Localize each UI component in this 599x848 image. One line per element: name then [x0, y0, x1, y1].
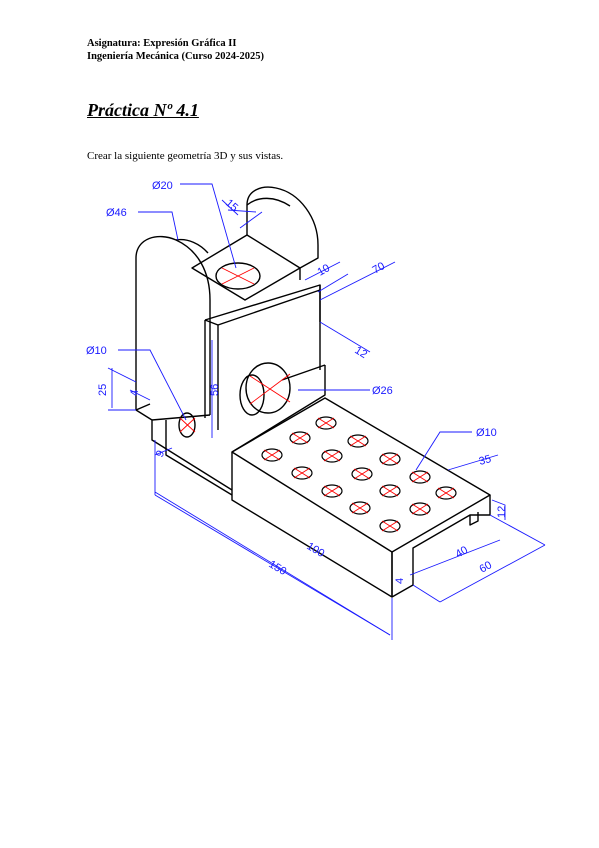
subject-line: Asignatura: Expresión Gráfica II — [87, 38, 237, 49]
dim-d10c: Ø10 — [476, 427, 497, 439]
dimension-lines — [107, 183, 546, 640]
dim-d26: Ø26 — [372, 385, 393, 397]
dim-d35: 35 — [478, 453, 493, 468]
dim-d150: 150 — [266, 558, 288, 578]
hole-center-marks — [179, 267, 455, 532]
dim-d46: Ø46 — [106, 207, 127, 219]
degree-line: Ingeniería Mecánica (Curso 2024-2025) — [87, 51, 265, 62]
dim-d20: Ø20 — [152, 180, 173, 192]
dim-d40: 40 — [454, 544, 471, 561]
document-header: Asignatura: Expresión Gráfica II Ingenie… — [87, 37, 264, 63]
dim-d4a: 4 — [129, 390, 141, 396]
page-title: Práctica Nº 4.1 — [87, 100, 199, 120]
dim-d70: 70 — [371, 260, 388, 277]
dim-d60: 60 — [478, 559, 495, 576]
dim-d12b: 12 — [496, 506, 508, 518]
dim-d9: 9 — [154, 449, 167, 460]
dim-d56: 56 — [209, 384, 221, 396]
dim-d100: 100 — [304, 540, 326, 560]
dim-d4b: 4 — [394, 578, 406, 584]
dim-d10a: 10 — [316, 262, 333, 279]
instruction-text: Crear la siguiente geometría 3D y sus vi… — [87, 150, 284, 162]
dim-d10b: Ø10 — [86, 345, 107, 357]
dim-d25: 25 — [97, 384, 109, 396]
part-outline — [135, 186, 491, 598]
dim-d15: 15 — [223, 197, 240, 214]
dimension-labels: Ø20 15 Ø46 10 70 12 Ø10 Ø26 25 4 56 9 Ø1… — [86, 180, 508, 584]
dim-d12a: 12 — [352, 344, 369, 361]
